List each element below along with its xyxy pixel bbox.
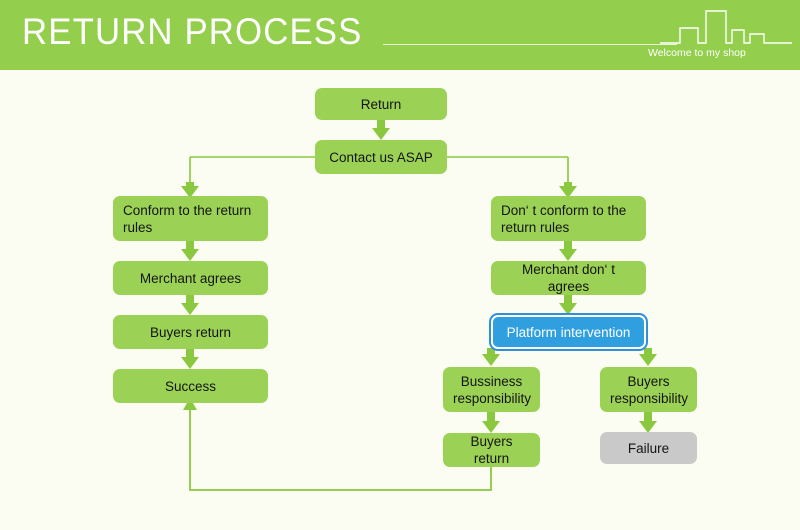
node-label: Bussiness responsibility (453, 373, 532, 406)
node-buyers-return-bottom[interactable]: Buyers return (443, 433, 540, 467)
node-label: Platform intervention (506, 324, 631, 340)
edge-merchant-agrees-to-buyers-return (181, 294, 199, 315)
edge-contact-to-not-conform (559, 182, 577, 198)
edge-platform-split-bus (490, 348, 649, 359)
edge-platform-to-buyers-resp (639, 348, 657, 366)
page-title: RETURN PROCESS (22, 11, 363, 52)
node-label: Success (164, 378, 217, 394)
edge-merchant-refuses-to-platform (559, 294, 577, 315)
node-bussiness-responsibility[interactable]: Bussiness responsibility (443, 367, 540, 412)
edge-return-to-contact (372, 119, 390, 140)
node-label: Failure (627, 440, 670, 456)
node-label: Conform to the return rules (123, 202, 252, 235)
header-tagline: Welcome to my shop (648, 47, 746, 59)
page-header: RETURN PROCESS Welcome to my shop (0, 0, 800, 70)
node-label: Buyers return (149, 324, 232, 340)
flowchart-canvas: Return Contact us ASAP Conform to the re… (0, 70, 800, 530)
node-merchant-dont-agrees[interactable]: Merchant don‘ t agrees (491, 261, 646, 295)
node-conform-to-return-rules[interactable]: Conform to the return rules (113, 196, 268, 241)
node-label: Return (360, 96, 402, 112)
node-merchant-agrees[interactable]: Merchant agrees (113, 261, 268, 295)
edge-business-resp-to-buyers-return (482, 412, 500, 433)
node-buyers-return-left[interactable]: Buyers return (113, 315, 268, 349)
node-label: Merchant agrees (139, 270, 242, 286)
edge-loop-arrowhead (183, 398, 197, 410)
node-label: Buyers return (470, 434, 513, 466)
node-label: Merchant don‘ t agrees (521, 262, 616, 294)
node-label: Contact us ASAP (329, 149, 433, 165)
node-buyers-responsibility[interactable]: Buyers responsibility (600, 367, 697, 412)
node-failure[interactable]: Failure (600, 432, 697, 464)
node-label: Don‘ t conform to the return rules (501, 202, 627, 235)
edge-conform-to-merchant-agrees (181, 240, 199, 261)
header-divider-rule (383, 44, 677, 45)
edge-contact-to-conform (181, 182, 199, 198)
edge-platform-to-business-resp (482, 348, 500, 366)
edge-buyers-return-to-success-loop (189, 408, 492, 491)
node-label: Buyers responsibility (610, 373, 689, 406)
edge-buyers-return-to-success (181, 348, 199, 369)
node-contact-us-asap[interactable]: Contact us ASAP (315, 140, 447, 174)
node-success[interactable]: Success (113, 369, 268, 403)
edge-not-conform-to-merchant-refuses (559, 240, 577, 261)
edge-buyers-resp-to-failure (639, 412, 657, 433)
city-skyline-icon (660, 10, 792, 44)
node-platform-intervention[interactable]: Platform intervention (491, 315, 646, 349)
flowchart-connectors (181, 119, 657, 491)
node-dont-conform-to-return-rules[interactable]: Don‘ t conform to the return rules (491, 196, 646, 241)
node-return[interactable]: Return (315, 88, 447, 120)
